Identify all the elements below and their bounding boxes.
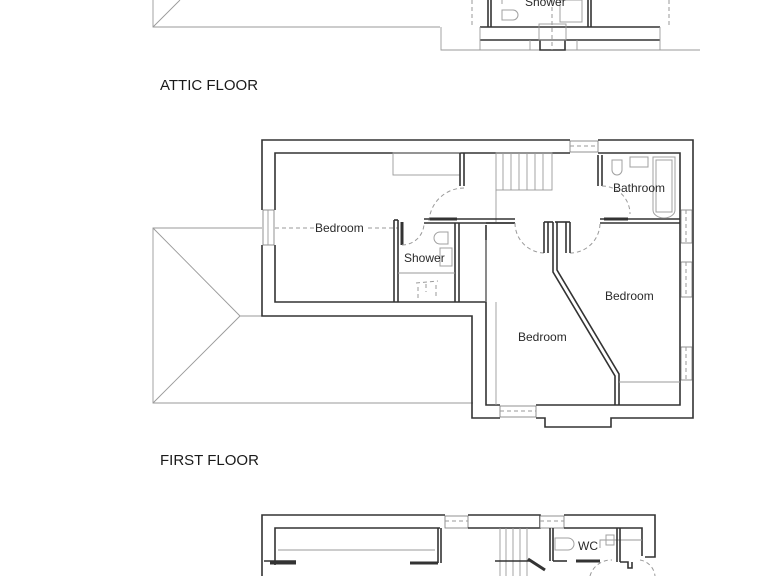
attic-roof-outline xyxy=(152,0,440,28)
attic-block-outline xyxy=(440,27,700,51)
room-label-wc: WC xyxy=(578,539,598,553)
roof-hip-upper xyxy=(152,227,241,317)
roof-outline xyxy=(152,227,473,404)
ground-floor-plan: WC xyxy=(261,514,656,576)
attic-roof-hip xyxy=(152,0,181,28)
staircase xyxy=(495,152,553,405)
first-floor-plan: Shower Bedroom Bathroom xyxy=(152,139,694,428)
room-label-bedroom-east: Bedroom xyxy=(605,289,654,303)
roof-hip-lower xyxy=(152,315,241,404)
bathroom: Bathroom xyxy=(597,155,680,224)
attic-room-label-shower: Shower xyxy=(525,0,566,9)
window-left xyxy=(262,209,275,246)
room-label-bedroom-south: Bedroom xyxy=(518,330,567,344)
room-label-bathroom: Bathroom xyxy=(613,181,665,195)
room-label-bedroom-west: Bedroom xyxy=(315,221,364,235)
attic-floor-title: ATTIC FLOOR xyxy=(160,77,258,94)
bedroom-partition xyxy=(543,221,620,405)
attic-floor-plan: Shower xyxy=(152,0,700,51)
first-floor-title: FIRST FLOOR xyxy=(160,452,259,469)
shower-room: Shower xyxy=(393,219,460,302)
room-label-shower: Shower xyxy=(404,251,445,265)
